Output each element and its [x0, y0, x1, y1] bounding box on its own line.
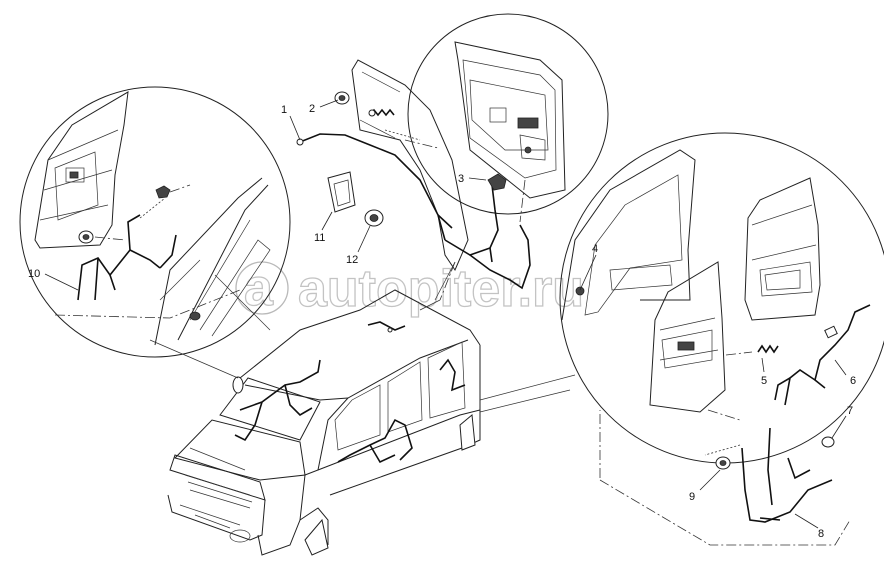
watermark: a autopiter.ru: [235, 258, 585, 319]
front-door-detail-circle: [19, 86, 291, 358]
callout-8: 8: [818, 528, 824, 540]
callout-2: 2: [309, 103, 315, 115]
callout-5: 5: [761, 375, 767, 387]
tailgate-detail-circle: [407, 13, 609, 215]
callout-4: 4: [592, 243, 598, 255]
vehicle-body: [149, 261, 576, 556]
door-spring: [757, 344, 779, 354]
callout-1: 1: [281, 104, 287, 116]
rear-door-detail-circle: [559, 132, 884, 546]
callout-3: 3: [458, 173, 464, 185]
callout-12: 12: [346, 254, 358, 266]
callout-leaders: [44, 99, 847, 529]
callout-6: 6: [850, 375, 856, 387]
callout-10: 10: [28, 268, 40, 280]
callouts: 1 2 3 4 5 6 7 8 9 10 11 12: [28, 103, 856, 540]
callout-7: 7: [847, 405, 853, 417]
callout-9: 9: [689, 491, 695, 503]
callout-11: 11: [314, 232, 325, 244]
tailgate-harness: [296, 59, 531, 301]
